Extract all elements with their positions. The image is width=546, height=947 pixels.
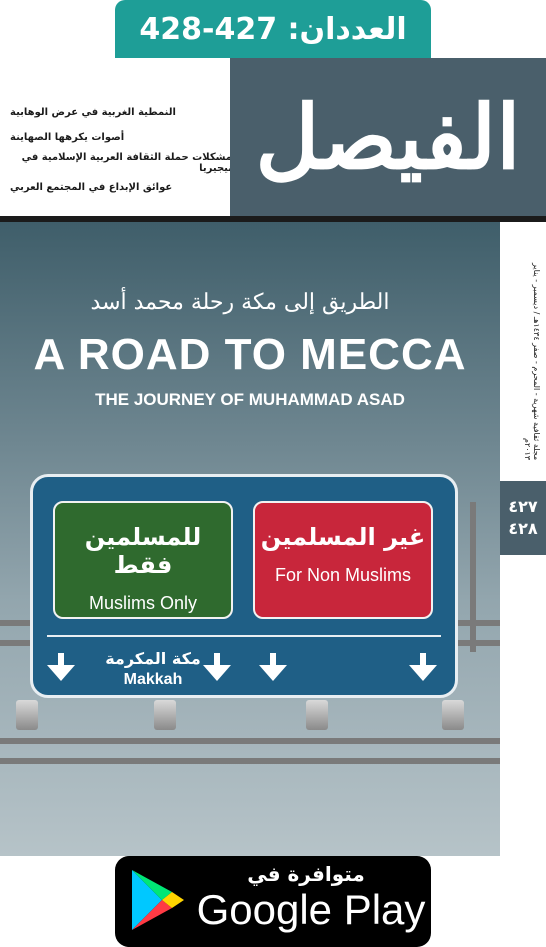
issue-number-box: ٤٢٧ ٤٢٨ xyxy=(500,481,546,555)
road-sign: للمسلمين فقط Muslims Only غير المسلمين F… xyxy=(30,474,458,698)
store-badge-main-text: Google Play xyxy=(196,886,426,933)
destination-arabic: مكة المكرمة xyxy=(105,649,201,668)
google-play-icon xyxy=(132,870,184,930)
headline-item: أصوات يكرهها الصهاينة xyxy=(10,132,125,143)
sign-panel-muslims-only: للمسلمين فقط Muslims Only xyxy=(53,501,233,619)
sign-lamp-icon xyxy=(306,700,328,730)
sign-divider xyxy=(47,635,441,637)
issue-number: ٤٢٧ xyxy=(508,497,538,516)
issue-number: ٤٢٨ xyxy=(508,519,538,538)
issue-number-text: العددان: 427-428 xyxy=(139,11,407,47)
panel-arabic-label: غير المسلمين xyxy=(260,523,426,551)
gantry-post xyxy=(470,502,476,652)
store-badge-top-text: متوافرة في xyxy=(247,862,365,886)
issue-number-banner: العددان: 427-428 xyxy=(115,0,431,58)
gantry-beam xyxy=(0,738,500,744)
destination-english: Makkah xyxy=(123,671,183,688)
cover-arabic-title: الطريق إلى مكة رحلة محمد أسد xyxy=(90,290,390,315)
panel-english-label: For Non Muslims xyxy=(274,565,412,585)
cover-subtitle: THE JOURNEY OF MUHAMMAD ASAD xyxy=(95,390,405,409)
magazine-logo: الفيصل xyxy=(255,85,521,189)
cover-headlines: النمطية الغربية في عرض الوهابية أصوات يك… xyxy=(10,100,232,200)
logo-panel xyxy=(230,58,546,216)
sign-lamp-icon xyxy=(154,700,176,730)
panel-english-label: Muslims Only xyxy=(88,593,197,613)
sign-lamp-icon xyxy=(442,700,464,730)
headline-item: عوائق الإبداع في المجتمع العربي xyxy=(10,182,173,193)
sign-lamp-icon xyxy=(16,700,38,730)
gantry-beam xyxy=(0,758,500,764)
headline-item: مشكلات حملة الثقافة العربية الإسلامية في… xyxy=(21,151,232,174)
sign-panel-non-muslims: غير المسلمين For Non Muslims xyxy=(253,501,433,619)
header-divider xyxy=(0,216,546,222)
cover-title: A ROAD TO MECCA xyxy=(33,330,467,379)
headline-item: النمطية الغربية في عرض الوهابية xyxy=(10,107,176,118)
side-vertical-text: مجلة ثقافية شهرية - المحرم - صفر ١٤٣٤هـ … xyxy=(523,262,541,460)
panel-arabic-label: للمسلمين فقط xyxy=(84,523,202,579)
